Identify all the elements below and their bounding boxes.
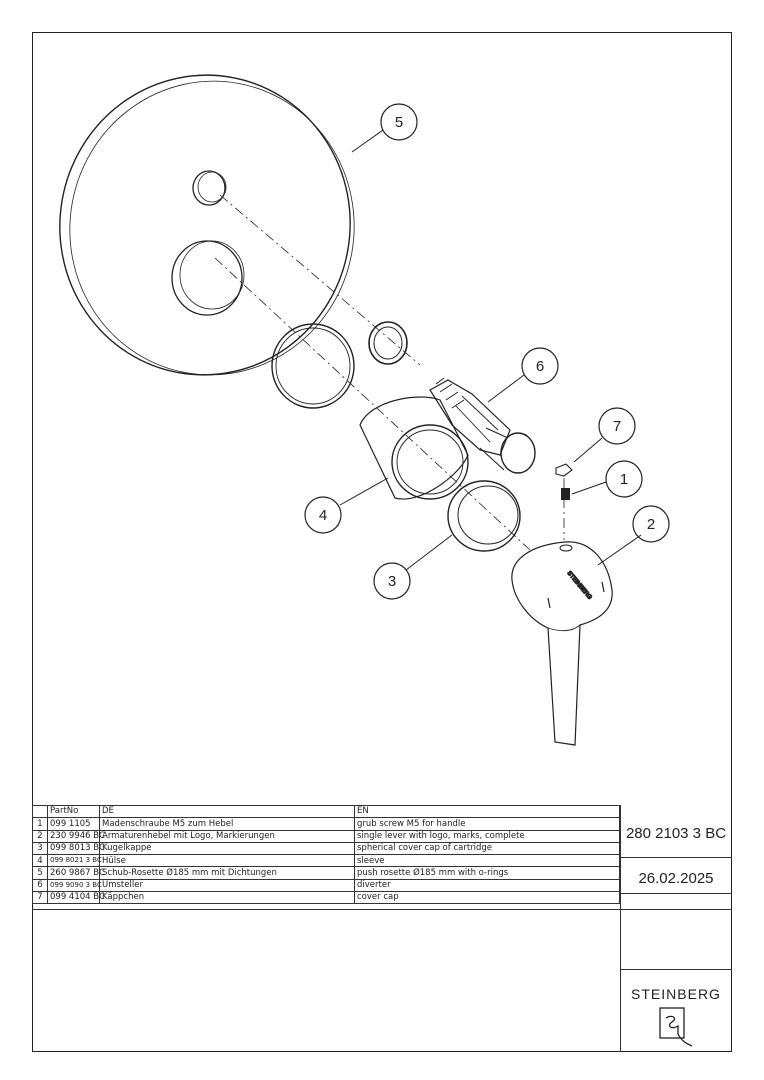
table-row: 2 230 9946 BC Armaturenhebel mit Logo, M…: [32, 829, 620, 843]
part-7-cap: [555, 463, 573, 477]
part-3-cover-cap: [447, 480, 521, 552]
header-part-no: PartNo: [47, 804, 100, 819]
part-4-sleeve: [359, 396, 469, 500]
row-de: Armaturenhebel mit Logo, Markierungen: [99, 829, 355, 843]
title-block-blank-cell: [620, 909, 732, 969]
row-pos: 3: [32, 841, 48, 856]
row-de: Hülse: [99, 854, 355, 868]
brand-name: STEINBERG: [631, 986, 721, 1002]
header-de: DE: [99, 804, 355, 819]
callout-4: 4: [319, 507, 327, 524]
rosette-o-ring: [271, 323, 355, 409]
row-en: grub screw M5 for handle: [354, 817, 620, 831]
row-pos: 1: [32, 817, 48, 831]
row-de: Madenschraube M5 zum Hebel: [99, 817, 355, 831]
table-row: 5 260 9867 BC Schub-Rosette Ø185 mm mit …: [32, 866, 620, 880]
callout-5: 5: [395, 114, 403, 131]
title-block-divider: [620, 893, 732, 894]
assembly-axis-lines: [214, 194, 565, 551]
table-row: 4 099 8021 3 BC Hülse sleeve: [32, 854, 620, 868]
row-en: cover cap: [354, 891, 620, 905]
parts-list-table: PartNo DE EN 1 099 1105 Madenschraube M5…: [32, 804, 620, 905]
row-en: push rosette Ø185 mm with o-rings: [354, 866, 620, 880]
row-de: Umsteller: [99, 878, 355, 893]
callout-1: 1: [620, 471, 628, 488]
part-1-grub-screw: [561, 488, 570, 500]
part-6-diverter: [429, 377, 536, 474]
callout-labels: 1 2 3 4 5 6 7: [319, 114, 655, 590]
part-2-lever: [511, 541, 613, 746]
row-part-no: 099 9090 3 BC: [47, 878, 102, 893]
exploded-view-drawing: STEINBERG 1 2 3 4: [59, 74, 670, 746]
callout-circles: [304, 103, 670, 600]
row-pos: 4: [32, 854, 48, 868]
article-number: 280 2103 3 BC: [625, 825, 727, 842]
table-header-row: PartNo DE EN: [32, 804, 620, 819]
drawing-frame: [32, 32, 732, 1052]
table-row: 7 099 4104 BC Käppchen cover cap: [32, 891, 620, 905]
document-date: 26.02.2025: [638, 870, 714, 887]
row-part-no: 099 1105: [47, 817, 100, 831]
callout-2: 2: [647, 516, 655, 533]
row-part-no: 099 8021 3 BC: [47, 854, 102, 868]
row-part-no: 099 8013 BC: [47, 841, 105, 856]
row-de: Schub-Rosette Ø185 mm mit Dichtungen: [99, 866, 355, 880]
row-part-no: 230 9946 BC: [47, 829, 105, 843]
row-en: diverter: [354, 878, 620, 893]
table-row: 1 099 1105 Madenschraube M5 zum Hebel gr…: [32, 817, 620, 831]
title-block-empty-area: [32, 909, 620, 1052]
diverter-seal-ring: [368, 321, 408, 365]
row-en: single lever with logo, marks, complete: [354, 829, 620, 843]
callout-3: 3: [388, 573, 396, 590]
row-en: spherical cover cap of cartridge: [354, 841, 620, 856]
row-pos: 5: [32, 866, 48, 880]
lever-logo-text: STEINBERG: [566, 570, 593, 601]
header-en: EN: [354, 804, 620, 819]
header-pos: [32, 804, 48, 819]
steinberg-logo-icon: [659, 1007, 693, 1047]
row-pos: 2: [32, 829, 48, 843]
row-pos: 6: [32, 878, 48, 893]
title-block-divider: [620, 857, 732, 858]
row-de: Käppchen: [99, 891, 355, 905]
row-pos: 7: [32, 891, 48, 905]
callout-6: 6: [536, 358, 544, 375]
title-block-brand-cell: [620, 969, 732, 1052]
row-part-no: 099 4104 BC: [47, 891, 105, 905]
table-row: 3 099 8013 BC Kugelkappe spherical cover…: [32, 841, 620, 856]
row-en: sleeve: [354, 854, 620, 868]
callout-leaders: [339, 129, 642, 571]
table-row: 6 099 9090 3 BC Umsteller diverter: [32, 878, 620, 893]
callout-7: 7: [613, 418, 621, 435]
row-part-no: 260 9867 BC: [47, 866, 105, 880]
row-de: Kugelkappe: [99, 841, 355, 856]
part-5-rosette: [59, 74, 355, 376]
